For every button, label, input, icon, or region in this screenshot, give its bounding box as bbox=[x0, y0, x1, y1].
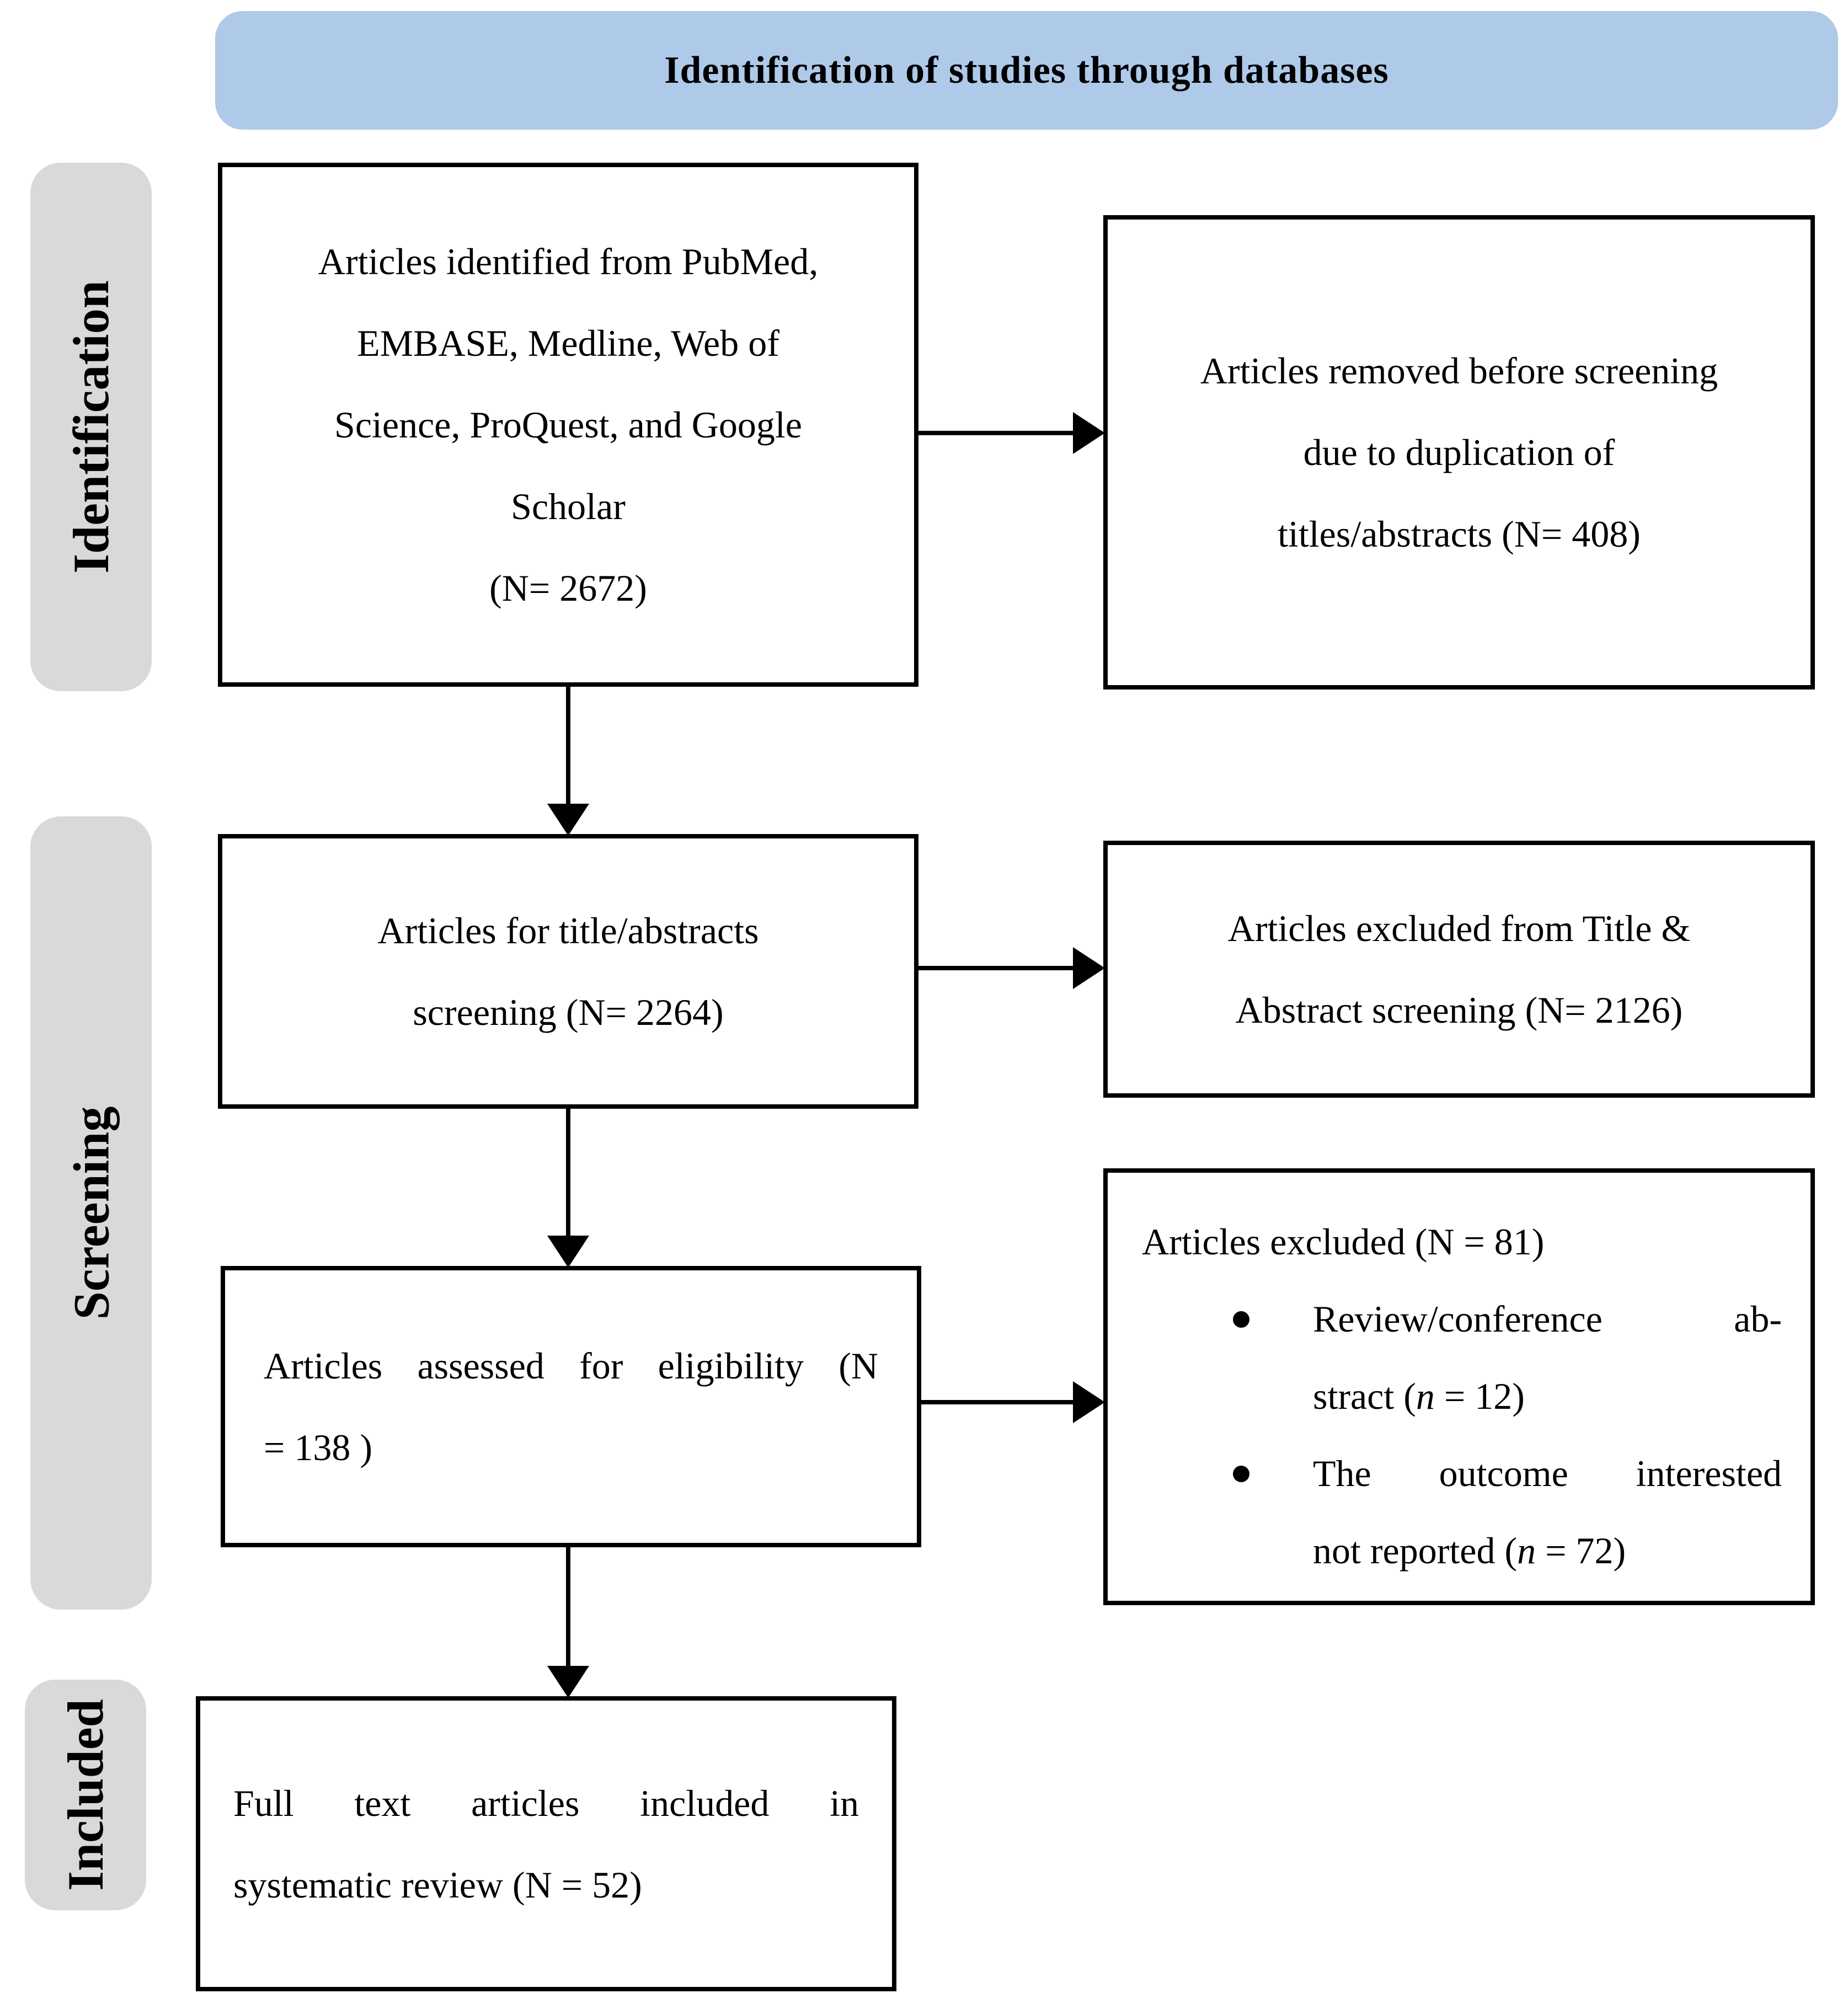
box-articles-removed-line: Articles removed before screening bbox=[1200, 350, 1718, 392]
arrow-identified-to-screening-head bbox=[547, 804, 589, 836]
stage-label-identification-text: Identification bbox=[63, 280, 119, 574]
box-title-abstract-screening: Articles for title/abstracts screening (… bbox=[218, 834, 918, 1109]
exclusion-reason-text: not reported ( bbox=[1313, 1530, 1518, 1572]
box-included-full-text: Full text articles included in systemati… bbox=[196, 1696, 896, 1991]
box-articles-identified-line: Articles identified from PubMed, bbox=[318, 241, 819, 282]
box-excluded-title-abstract-line: Articles excluded from Title & bbox=[1227, 907, 1691, 949]
box-title-abstract-screening-count: screening (N= 2264) bbox=[413, 991, 724, 1033]
box-articles-removed-line: due to duplication of bbox=[1303, 431, 1615, 473]
box-articles-removed-count: titles/abstracts (N= 408) bbox=[1278, 513, 1641, 555]
box-included-line1: Full text articles included in bbox=[233, 1782, 859, 1824]
box-included-line2: systematic review (N = 52) bbox=[233, 1863, 642, 1906]
box-assessed-eligibility-line1: Articles assessed for eligibility (N bbox=[264, 1345, 878, 1387]
bullet-icon bbox=[1233, 1311, 1249, 1328]
exclusion-reason-item: Review/conference ab- stract (n = 12) bbox=[1142, 1280, 1782, 1435]
box-articles-identified-line: Science, ProQuest, and Google bbox=[334, 404, 802, 446]
box-excluded-eligibility: Articles excluded (N = 81) Review/confer… bbox=[1103, 1168, 1815, 1605]
variable-n: n bbox=[1416, 1375, 1435, 1417]
page-title: Identification of studies through databa… bbox=[664, 49, 1389, 92]
box-articles-identified: Articles identified from PubMed, EMBASE,… bbox=[218, 163, 918, 687]
variable-n: n bbox=[1517, 1530, 1536, 1572]
bullet-icon bbox=[1233, 1466, 1249, 1482]
box-assessed-eligibility: Articles assessed for eligibility (N = 1… bbox=[221, 1266, 921, 1547]
arrow-screening-to-excluded-stem bbox=[918, 966, 1074, 970]
exclusion-reason-line1: The outcome interested bbox=[1313, 1452, 1782, 1494]
box-excluded-eligibility-heading: Articles excluded (N = 81) bbox=[1142, 1221, 1545, 1263]
arrow-identified-to-screening-stem bbox=[566, 687, 570, 804]
exclusion-reason-text: stract ( bbox=[1313, 1375, 1416, 1417]
exclusion-reason-item: The outcome interested not reported (n =… bbox=[1142, 1435, 1782, 1589]
arrow-eligibility-to-excluded-head bbox=[1073, 1381, 1105, 1423]
box-excluded-title-abstract-count: Abstract screening (N= 2126) bbox=[1235, 989, 1683, 1031]
exclusion-reason-line1: Review/conference ab- bbox=[1313, 1298, 1782, 1340]
box-articles-identified-line: EMBASE, Medline, Web of bbox=[357, 322, 779, 364]
box-articles-removed-duplicates: Articles removed before screening due to… bbox=[1103, 215, 1815, 690]
exclusion-reason-line2: stract (n = 12) bbox=[1313, 1358, 1782, 1435]
exclusion-reason-line2: not reported (n = 72) bbox=[1313, 1512, 1782, 1589]
stage-label-screening: Screening bbox=[30, 816, 152, 1610]
box-assessed-eligibility-line2: = 138 ) bbox=[264, 1426, 372, 1468]
arrow-identified-to-removed-head bbox=[1073, 412, 1105, 454]
arrow-identified-to-removed-stem bbox=[918, 431, 1074, 435]
arrow-eligibility-to-included-head bbox=[547, 1666, 589, 1698]
box-articles-identified-line: Scholar bbox=[511, 485, 626, 527]
arrow-screening-to-eligibility-head bbox=[547, 1236, 589, 1268]
stage-label-included: Included bbox=[25, 1680, 146, 1910]
arrow-screening-to-excluded-head bbox=[1073, 947, 1105, 989]
stage-label-screening-text: Screening bbox=[63, 1106, 120, 1320]
box-articles-identified-count: (N= 2672) bbox=[489, 567, 647, 609]
exclusion-reason-count: = 72) bbox=[1536, 1530, 1626, 1572]
box-excluded-title-abstract: Articles excluded from Title & Abstract … bbox=[1103, 841, 1815, 1098]
box-title-abstract-screening-line: Articles for title/abstracts bbox=[377, 910, 759, 952]
arrow-screening-to-eligibility-stem bbox=[566, 1109, 570, 1236]
stage-label-identification: Identification bbox=[30, 163, 152, 691]
exclusion-reason-count: = 12) bbox=[1434, 1375, 1525, 1417]
stage-label-included-text: Included bbox=[57, 1699, 114, 1891]
header-banner: Identification of studies through databa… bbox=[215, 11, 1838, 130]
arrow-eligibility-to-included-stem bbox=[566, 1547, 570, 1666]
arrow-eligibility-to-excluded-stem bbox=[921, 1400, 1074, 1404]
